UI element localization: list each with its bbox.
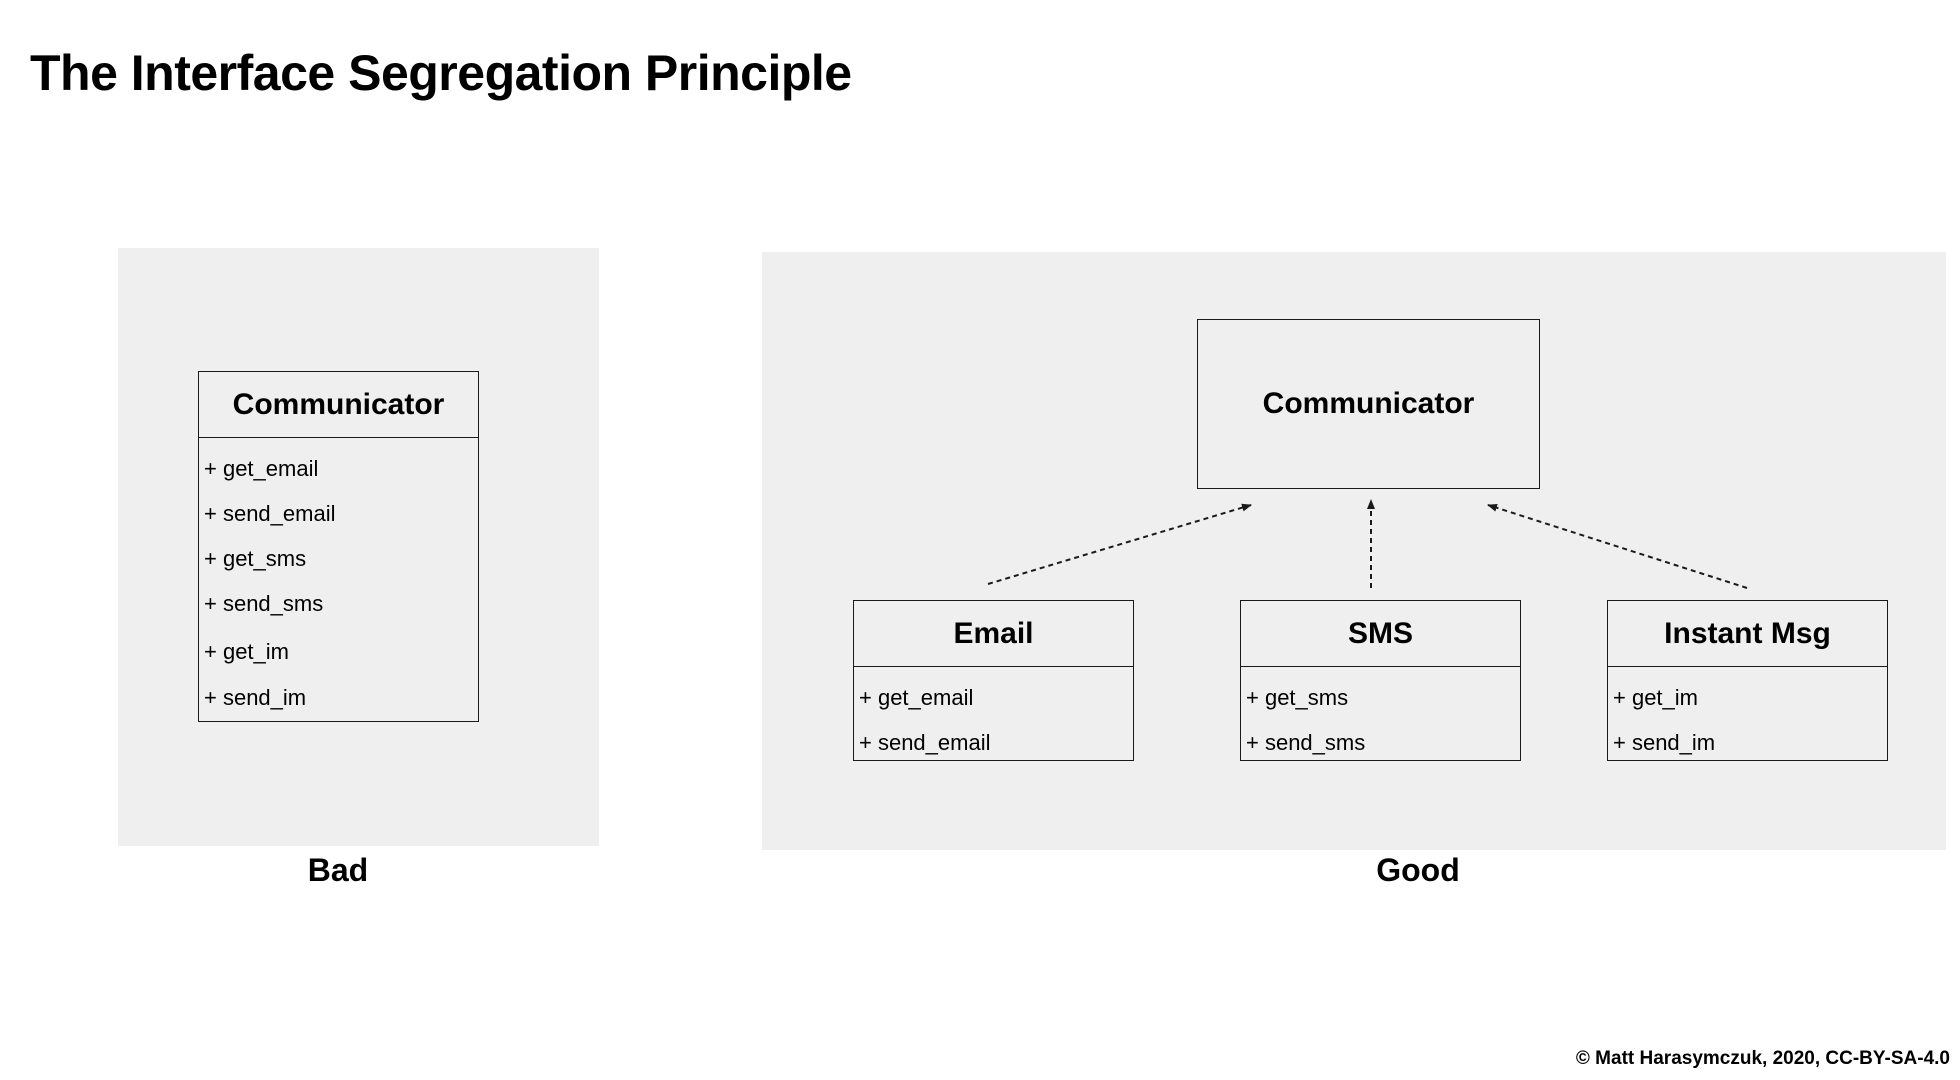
interface-name: Communicator [1262,387,1475,420]
class-name: Instant Msg [1608,601,1887,667]
email-class: Email + get_email + send_email [853,600,1134,761]
method-item: + get_email [859,685,974,710]
method-item: + send_email [859,730,991,755]
method-list: + get_email + send_email + get_sms + sen… [199,438,478,720]
method-item: + send_sms [1246,730,1366,755]
bad-caption: Bad [307,852,369,888]
good-caption: Good [1376,852,1460,888]
copyright-footer: © Matt Harasymczuk, 2020, CC-BY-SA-4.0 [1575,1048,1950,1069]
instant-msg-class: Instant Msg + get_im + send_im [1607,600,1888,761]
class-name: SMS [1241,601,1520,667]
method-list: + get_email + send_email [854,667,1133,765]
class-name: Email [854,601,1133,667]
method-item: + send_im [204,685,307,710]
method-item: + send_im [1613,730,1716,755]
method-item: + send_email [204,501,336,526]
method-list: + get_im + send_im [1608,667,1887,765]
good-communicator-interface: Communicator [1197,319,1540,489]
method-item: + get_sms [204,546,307,571]
method-item: + get_sms [1246,685,1349,710]
class-name: Communicator [199,372,478,438]
method-item: + send_sms [204,591,324,616]
bad-communicator-class: Communicator + get_email + send_email + … [198,371,479,722]
method-item: + get_im [204,639,289,664]
method-list: + get_sms + send_sms [1241,667,1520,765]
slide-title: The Interface Segregation Principle [30,45,852,101]
method-item: + get_im [1613,685,1698,710]
method-item: + get_email [204,456,319,481]
sms-class: SMS + get_sms + send_sms [1240,600,1521,761]
